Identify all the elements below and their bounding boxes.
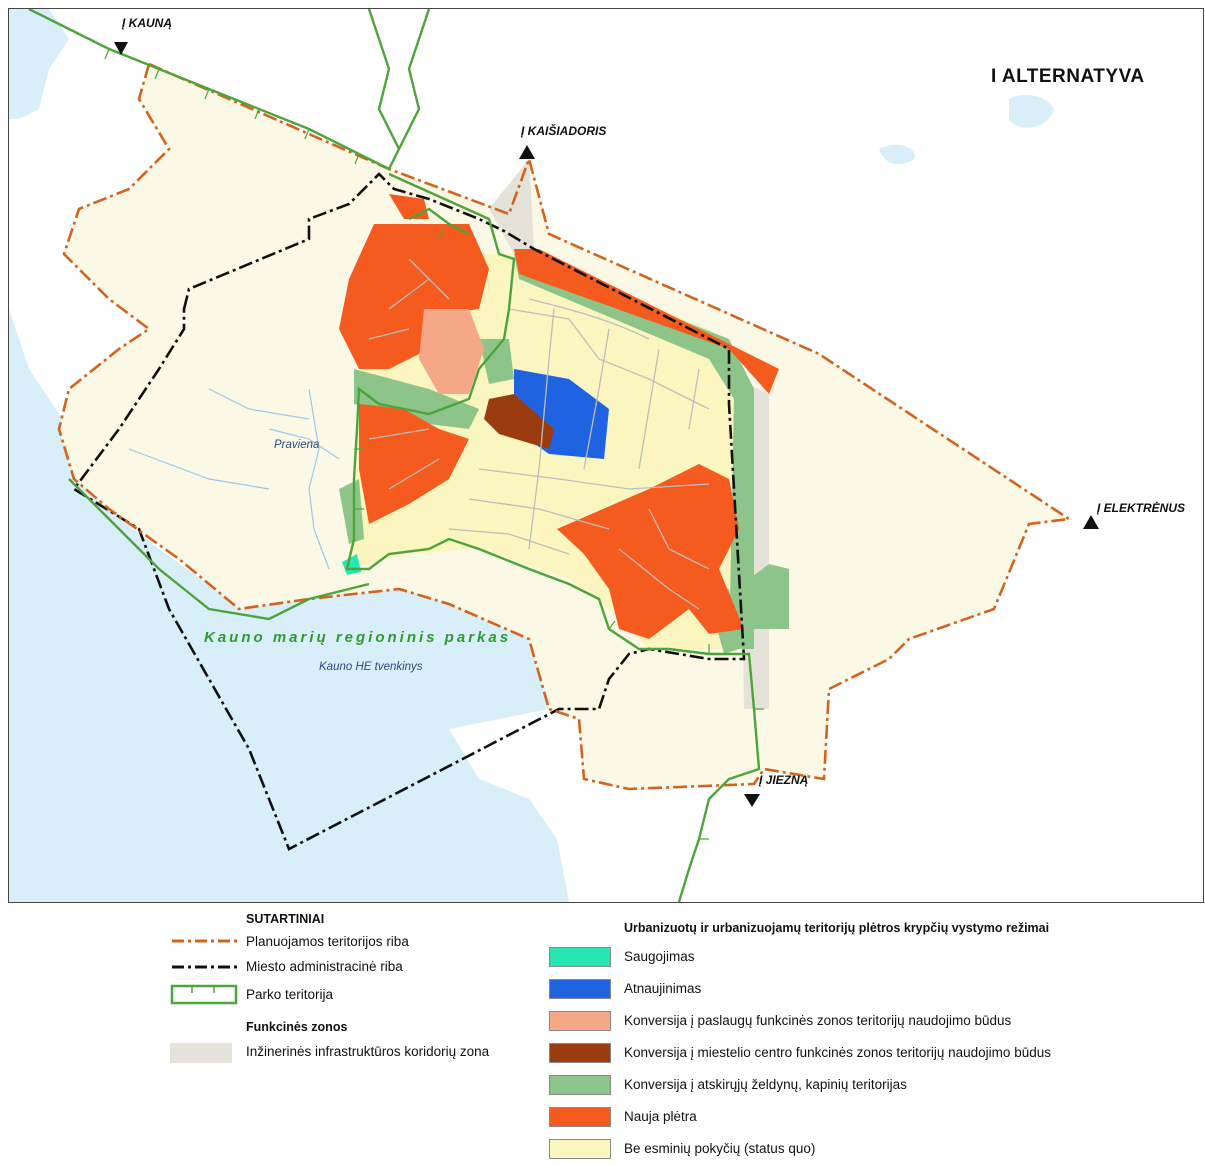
- map-frame: I ALTERNATYVA Į KAUNĄ Į KAIŠIADORIS Į EL…: [8, 8, 1204, 903]
- green-conversion: [339, 479, 364, 544]
- direction-label-kauna: Į KAUNĄ: [122, 16, 172, 30]
- legend-label-saugojimas: Saugojimas: [624, 949, 695, 964]
- legend-swatch-nauja-pletra: [549, 1107, 611, 1127]
- legend-swatch-saugojimas: [549, 947, 611, 967]
- legend: SUTARTINIAI Planuojamos teritorijos riba…: [0, 903, 1205, 1166]
- legend-swatch-atnaujinimas: [549, 979, 611, 999]
- legend-planned-boundary-label: Planuojamos teritorijos riba: [246, 934, 409, 949]
- service-conversion: [419, 309, 484, 394]
- new-development: [557, 464, 744, 639]
- legend-swatch-paslaugu: [549, 1011, 611, 1031]
- legend-label-zeldynu: Konversija į atskirųjų želdynų, kapinių …: [624, 1077, 907, 1092]
- legend-label-atnaujinimas: Atnaujinimas: [624, 981, 702, 996]
- legend-label-nauja-pletra: Nauja plėtra: [624, 1109, 697, 1124]
- green-conversion: [479, 339, 514, 384]
- water-bay: [9, 9, 69, 119]
- place-label-reservoir: Kauno HE tvenkinys: [319, 661, 423, 673]
- centre-conversion: [484, 394, 554, 449]
- park-label: Kauno marių regioninis parkas: [204, 629, 512, 646]
- lake: [1009, 94, 1054, 128]
- legend-swatch-centro: [549, 1043, 611, 1063]
- park-boundary-line: [28, 9, 761, 902]
- water-area: [9, 309, 569, 902]
- legend-park-symbol: [170, 984, 238, 1005]
- new-development: [514, 249, 779, 394]
- new-development: [339, 224, 489, 369]
- direction-label-elektrenus: Į ELEKTRĖNUS: [1097, 501, 1186, 515]
- direction-triangle-elektrenus: [1083, 515, 1099, 529]
- legend-swatch-status-quo: [549, 1139, 611, 1159]
- direction-triangle-kauna: [114, 42, 128, 55]
- legend-park-label: Parko teritorija: [246, 987, 334, 1002]
- legend-planned-boundary-symbol: [172, 939, 238, 943]
- new-development: [359, 404, 469, 524]
- corridor-zone: [489, 159, 534, 254]
- park-boundary-ticks: [104, 48, 764, 840]
- green-conversion: [354, 369, 479, 429]
- direction-triangle-kaisiadoris: [519, 145, 535, 159]
- admin-boundary-line: [72, 172, 746, 851]
- legend-functional-heading: Funkcinės zonos: [246, 1020, 348, 1034]
- direction-label-jiezna: Į JIEZNĄ: [759, 773, 809, 787]
- direction-label-kaisiadoris: Į KAIŠIADORIS: [521, 124, 607, 138]
- legend-admin-boundary-symbol: [172, 965, 238, 969]
- rivers: [128, 388, 340, 570]
- legend-swatch-zeldynu: [549, 1075, 611, 1095]
- legend-corridor-label: Inžinerinės infrastruktūros koridorių zo…: [246, 1044, 490, 1059]
- legend-heading: SUTARTINIAI: [246, 912, 325, 926]
- legend-label-status-quo: Be esminių pokyčių (status quo): [624, 1141, 816, 1156]
- legend-admin-boundary-label: Miesto administracinė riba: [246, 959, 403, 974]
- legend-label-paslaugu: Konversija į paslaugų funkcinės zonos te…: [624, 1013, 1012, 1028]
- place-label-praviena: Praviena: [274, 439, 320, 451]
- green-conversion: [749, 564, 789, 629]
- direction-triangle-jiezna: [744, 794, 760, 807]
- legend-corridor-swatch: [170, 1043, 232, 1063]
- legend-label-centro: Konversija į miestelio centro funkcinės …: [624, 1045, 1051, 1060]
- lake: [879, 144, 915, 165]
- street-lines: [368, 258, 710, 610]
- planned-boundary-line: [57, 62, 1073, 791]
- map-title: I ALTERNATYVA: [991, 66, 1145, 87]
- legend-regimes-heading: Urbanizuotų ir urbanizuojamų teritorijų …: [624, 921, 1050, 935]
- map-canvas: [9, 9, 1099, 902]
